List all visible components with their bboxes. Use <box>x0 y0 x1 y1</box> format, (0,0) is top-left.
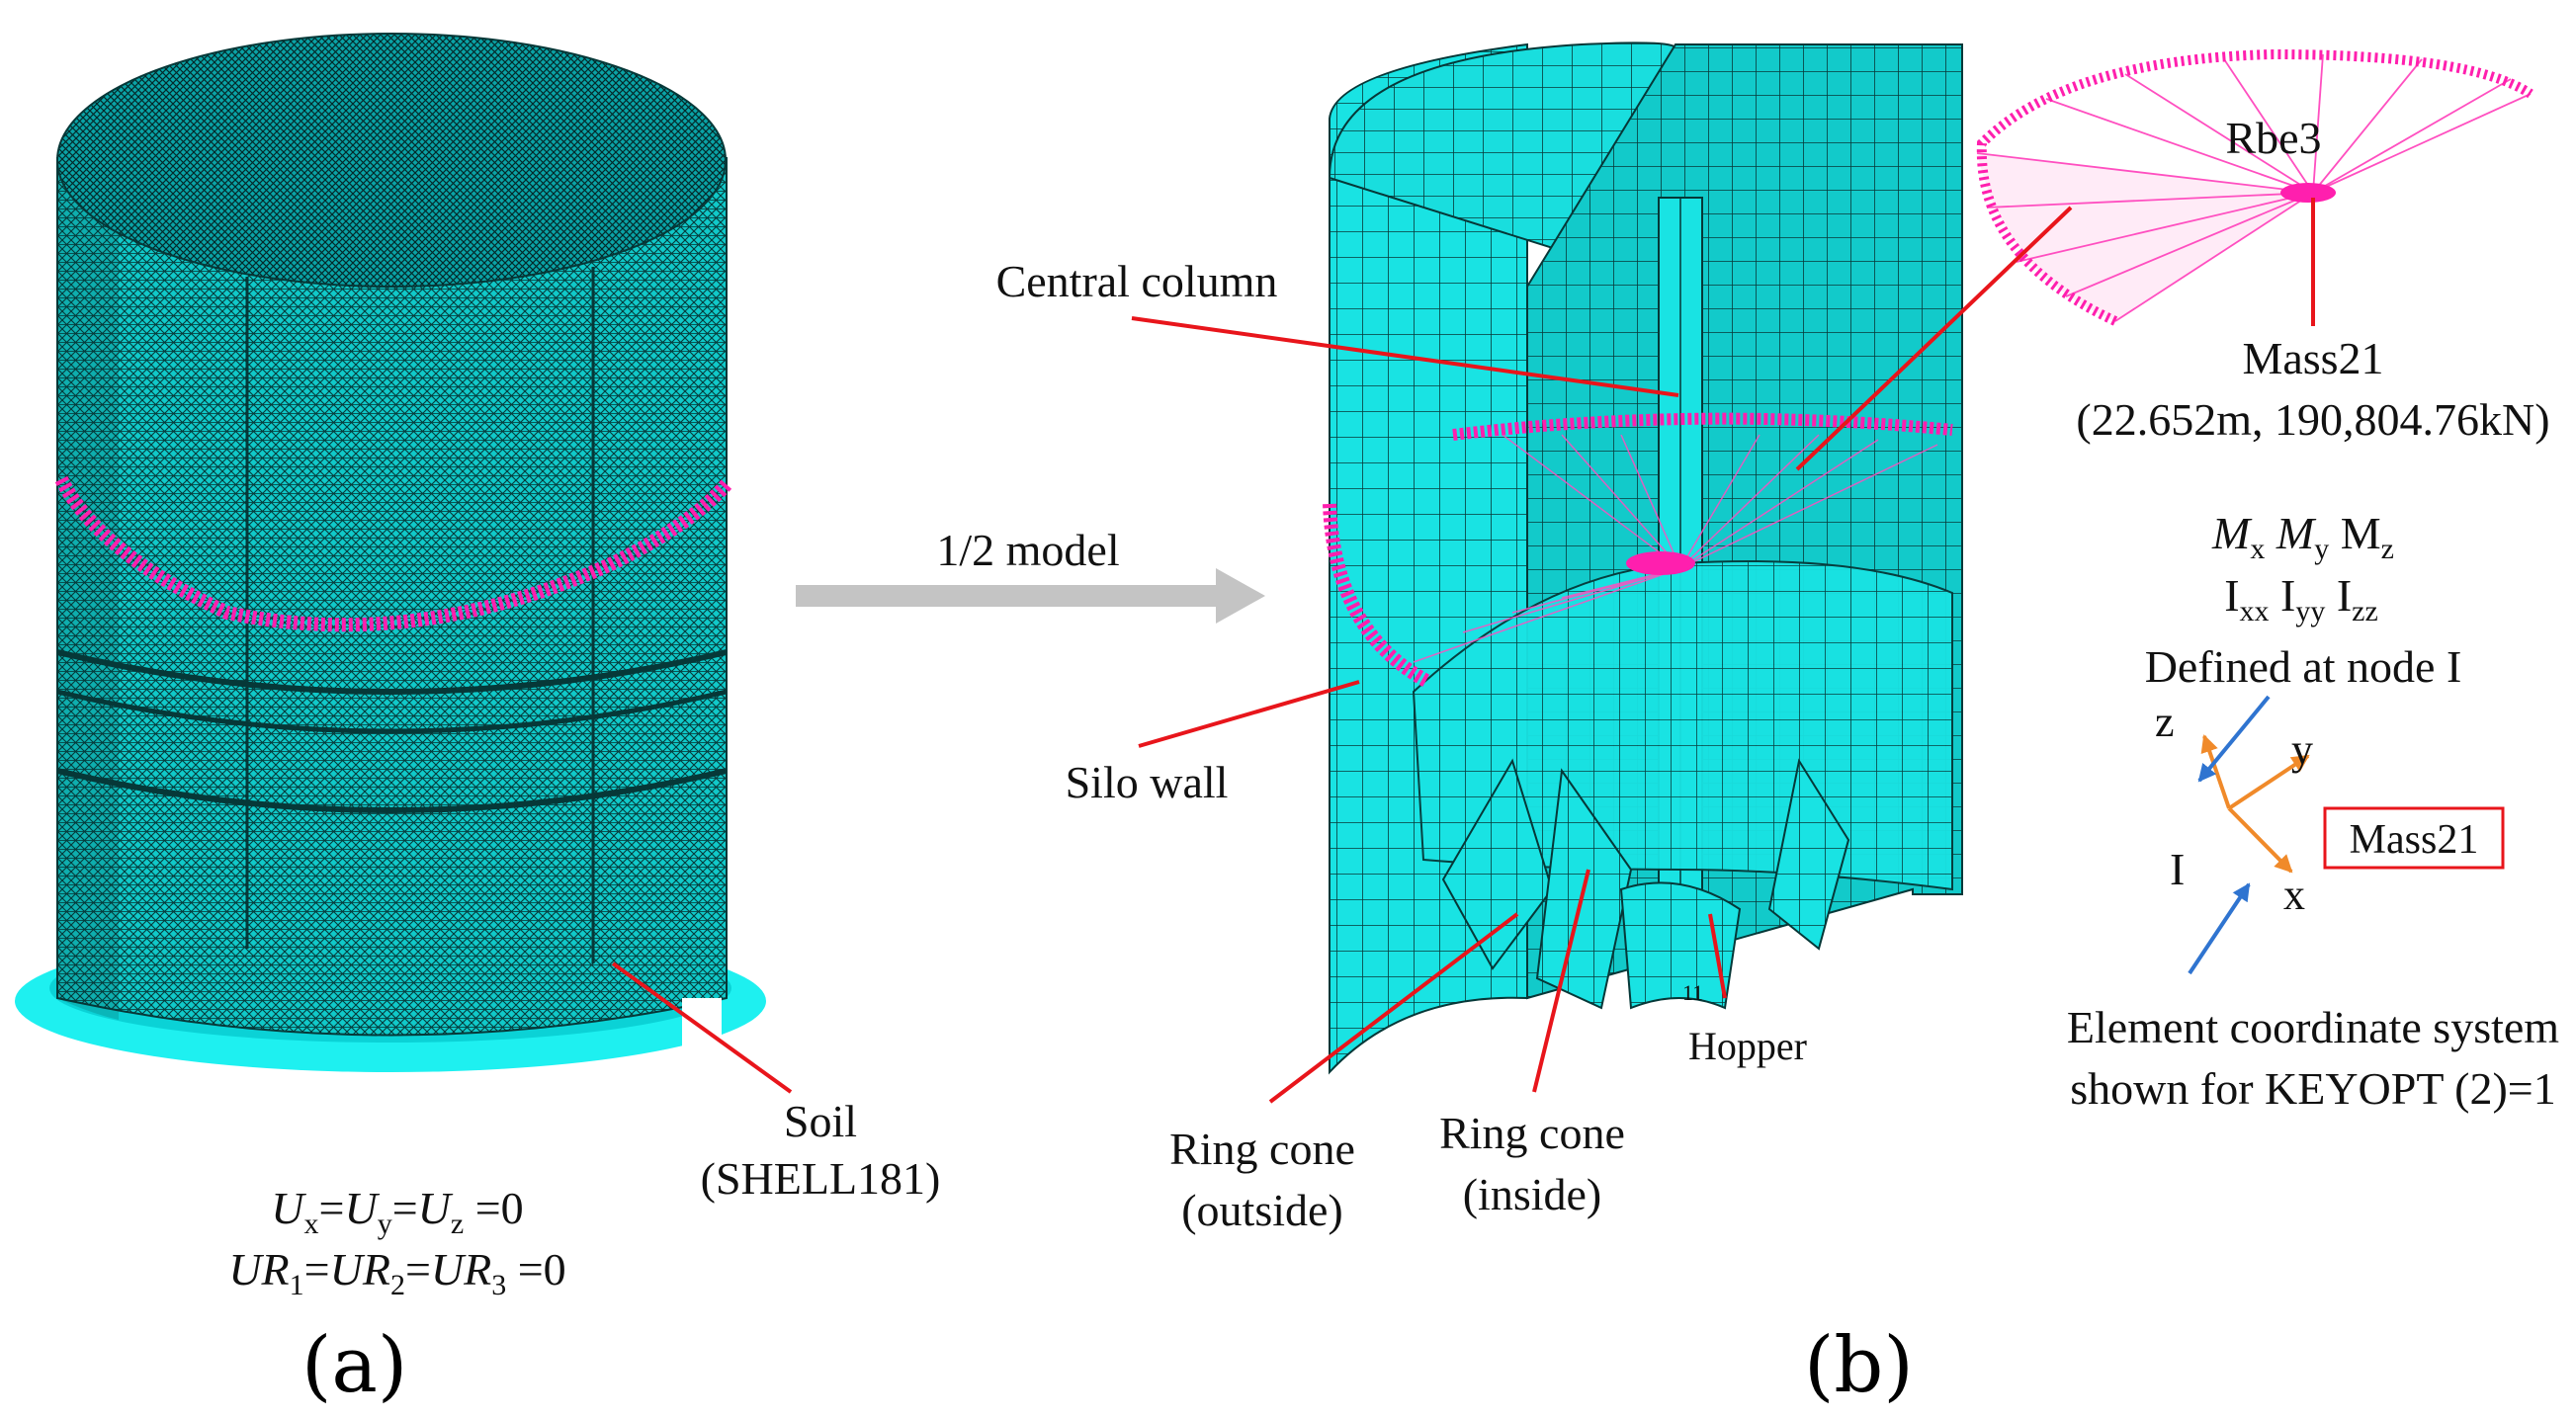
magenta-rbe3-band <box>54 475 732 632</box>
cylinder-shading <box>57 158 119 1020</box>
hopper-label: Hopper <box>1688 1024 1807 1068</box>
rbe3-spokes <box>1976 53 2532 322</box>
coord-note-line1: Element coordinate system <box>2067 1002 2559 1052</box>
ring-cone-outside-label-2: (outside) <box>1181 1185 1343 1235</box>
mass21-node-cluster <box>1626 551 1695 575</box>
axis-z-arrow <box>2200 734 2231 809</box>
mass21-box-label: Mass21 <box>2350 817 2479 863</box>
panel-b-half-silo-model: 11 <box>1323 42 1963 1075</box>
axis-z-label: z <box>2155 698 2175 746</box>
mass21-values: (22.652m, 190,804.76kN) <box>2076 394 2549 445</box>
rbe3-fan <box>1976 48 2533 326</box>
inertia-row: Ixx Iyy Izz <box>2224 570 2378 627</box>
ring-cone-inside-leader <box>1532 869 1590 1093</box>
defined-at-node-label: Defined at node I <box>2145 641 2462 692</box>
ring-cone-inside-label-2: (inside) <box>1463 1169 1602 1219</box>
panel-a-silo-full-model <box>15 33 766 1072</box>
silo-roof <box>56 33 727 288</box>
silo-cylinder-body <box>56 157 728 1037</box>
axis-y-label: y <box>2291 725 2313 774</box>
boundary-condition-translations: Ux=Uy=Uz =0 <box>271 1183 523 1240</box>
magenta-rbe3-ring-b <box>1323 503 1432 689</box>
ring-cone-outside-leader <box>1268 912 1519 1104</box>
silo-wall-label: Silo wall <box>1066 757 1229 807</box>
soil-label-line1: Soil <box>784 1096 857 1146</box>
ring-cone-inside-label-1: Ring cone <box>1439 1108 1625 1158</box>
stiffener-ring-mid <box>56 689 728 734</box>
boundary-condition-rotations: UR1=UR2=UR3 =0 <box>228 1244 565 1301</box>
mass21-box <box>2323 806 2505 870</box>
mass-moments-row: Mx My Mz <box>2211 508 2394 565</box>
central-column-label: Central column <box>996 256 1278 306</box>
hopper-right-fin <box>1767 758 1850 951</box>
central-column-leader <box>1131 316 1679 397</box>
half-model-arrow <box>796 568 1265 624</box>
panel-a-letter: (a) <box>301 1321 407 1410</box>
axis-y-arrow <box>2227 754 2310 810</box>
internal-rbe3-spokes <box>1413 434 1938 663</box>
rbe3-label: Rbe3 <box>2225 113 2321 163</box>
axis-x-label: x <box>2283 871 2305 919</box>
coord-note-line2: shown for KEYOPT (2)=1 <box>2070 1063 2555 1114</box>
rbe3-leader <box>1795 206 2073 471</box>
magenta-rbe3-arc-back <box>1452 412 1953 441</box>
panel-b-letter: (b) <box>1804 1321 1914 1410</box>
soil-leader-line <box>611 961 793 1094</box>
mesh-tag: 11 <box>1682 980 1703 1005</box>
stiffener-ring-lower <box>56 768 728 813</box>
defined-at-blue-arrow <box>2197 695 2271 783</box>
hopper-leader <box>1708 913 1727 999</box>
axis-x-arrow <box>2227 806 2293 874</box>
half-model-label: 1/2 model <box>936 525 1119 575</box>
node-i-label: I <box>2170 844 2185 894</box>
soil-label-line2: (SHELL181) <box>701 1153 941 1204</box>
rbe3-fan-area <box>1977 153 2313 321</box>
rbe3-master-node <box>2280 183 2336 203</box>
ring-cone-outside-label-1: Ring cone <box>1169 1124 1355 1174</box>
silo-wall-leader <box>1138 680 1360 748</box>
coord-note-blue-arrow <box>2188 882 2251 975</box>
element-coordinate-system <box>2188 695 2310 975</box>
stiffener-ring-upper <box>56 649 728 695</box>
mass21-label: Mass21 <box>2242 333 2383 383</box>
